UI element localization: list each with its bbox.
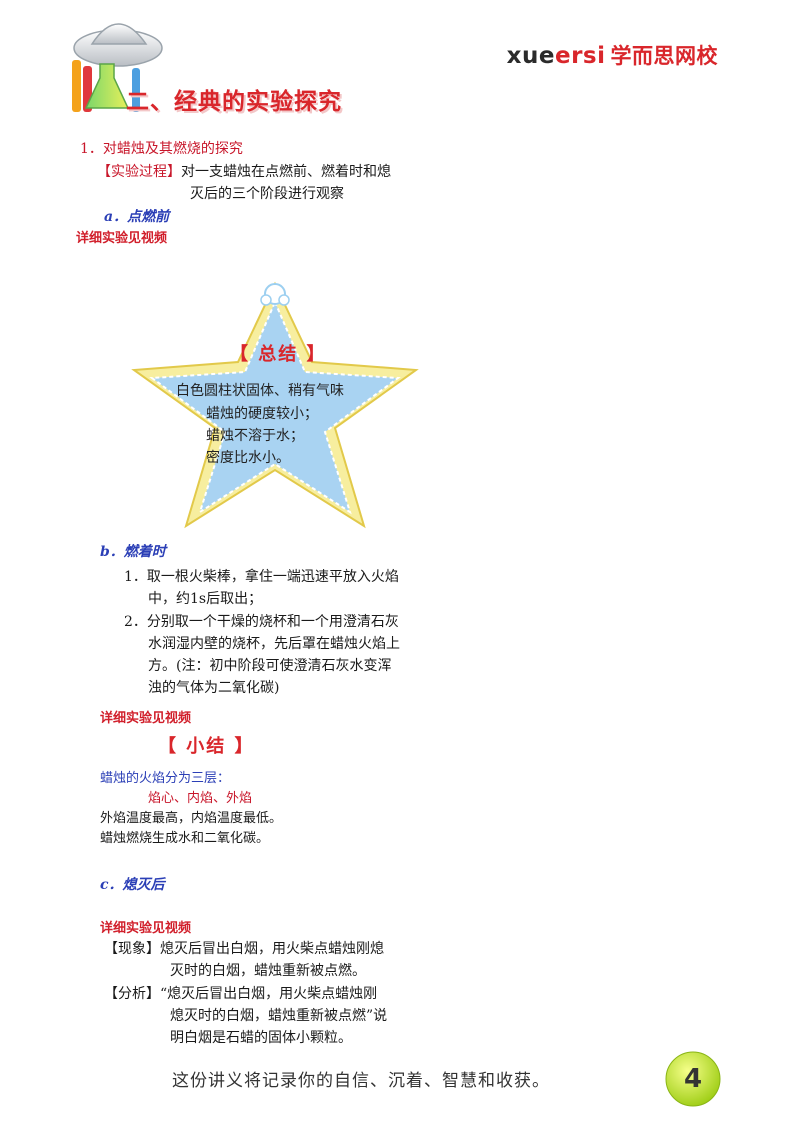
- process-tag: 【实验过程】: [97, 164, 181, 180]
- phenomenon-line-2: 灭时的白烟，蜡烛重新被点燃。: [170, 963, 366, 979]
- stage-b-item1-line2: 中，约1s后取出；: [148, 591, 263, 607]
- analysis-tag: 【分析】: [104, 986, 160, 1002]
- stage-b-video-note: 详细实验见视频: [100, 711, 192, 726]
- process-line-2: 灭后的三个阶段进行观察: [190, 186, 344, 202]
- topic-heading: 1．对蜡烛及其燃烧的探究: [80, 141, 243, 157]
- summary-line-3: 蜡烛不溶于水；: [206, 428, 304, 444]
- analysis-text-1: “熄灭后冒出白烟，用火柴点蜡烛刚: [160, 986, 378, 1002]
- analysis-line-3: 明白烟是石蜡的固体小颗粒。: [170, 1030, 352, 1046]
- mini-summary-line-4: 蜡烛燃烧生成水和二氧化碳。: [100, 831, 270, 846]
- summary-line-2: 蜡烛的硬度较小；: [206, 406, 318, 422]
- phenomenon-line-1: 【现象】熄灭后冒出白烟，用火柴点蜡烛刚熄: [104, 938, 384, 960]
- brand-latin-b: ersi: [554, 43, 606, 69]
- stage-b-item2-line3: 方。(注：初中阶段可使澄清石灰水变浑: [148, 658, 392, 674]
- phenomenon-tag: 【现象】: [104, 941, 160, 957]
- stage-b-label: b．燃着时: [100, 544, 166, 560]
- analysis-line-1: 【分析】“熄灭后冒出白烟，用火柴点蜡烛刚: [104, 983, 377, 1005]
- stage-a-video-note: 详细实验见视频: [76, 231, 168, 246]
- mini-summary-line-1: 蜡烛的火焰分为三层：: [100, 771, 231, 786]
- stage-b-item2-line2: 水润湿内壁的烧杯，先后罩在蜡烛火焰上: [148, 636, 400, 652]
- summary-line-1: 白色圆柱状固体、稍有气味: [176, 383, 344, 399]
- process-text-1: 对一支蜡烛在点燃前、燃着时和熄: [181, 164, 391, 180]
- brand-chinese: 学而思网校: [610, 44, 718, 68]
- logo-flask-icon: [72, 23, 163, 112]
- page-number: 4: [683, 1064, 703, 1094]
- mini-summary-line-3: 外焰温度最高，内焰温度最低。: [100, 811, 283, 826]
- stage-a-label: a．点燃前: [104, 209, 170, 225]
- process-line-1: 【实验过程】对一支蜡烛在点燃前、燃着时和熄: [97, 161, 391, 183]
- stage-b-item1-line1: 1．取一根火柴棒，拿住一端迅速平放入火焰: [124, 569, 399, 585]
- summary-line-4: 密度比水小。: [206, 450, 290, 466]
- mini-summary-title: 【 小结 】: [158, 736, 255, 757]
- summary-star-frame: [131, 281, 419, 529]
- stage-c-video-note: 详细实验见视频: [100, 921, 192, 936]
- footer-slogan: 这份讲义将记录你的自信、沉着、智慧和收获。: [172, 1071, 550, 1091]
- section-title: 二、经典的实验探究: [126, 89, 342, 115]
- stage-b-item2-line4: 浊的气体为二氧化碳): [148, 680, 280, 696]
- stage-b-item2-line1: 2．分别取一个干燥的烧杯和一个用澄清石灰: [124, 614, 399, 630]
- phenomenon-text-1: 熄灭后冒出白烟，用火柴点蜡烛刚熄: [160, 941, 384, 957]
- brand-latin-a: xue: [506, 43, 555, 69]
- summary-star-title: 【 总结 】: [230, 344, 327, 365]
- analysis-line-2: 熄灭时的白烟，蜡烛重新被点燃”说: [170, 1008, 388, 1024]
- mini-summary-line-2: 焰心、内焰、外焰: [148, 791, 253, 806]
- golf-ball-icon: [665, 1051, 721, 1107]
- stage-c-label: c．熄灭后: [100, 877, 165, 893]
